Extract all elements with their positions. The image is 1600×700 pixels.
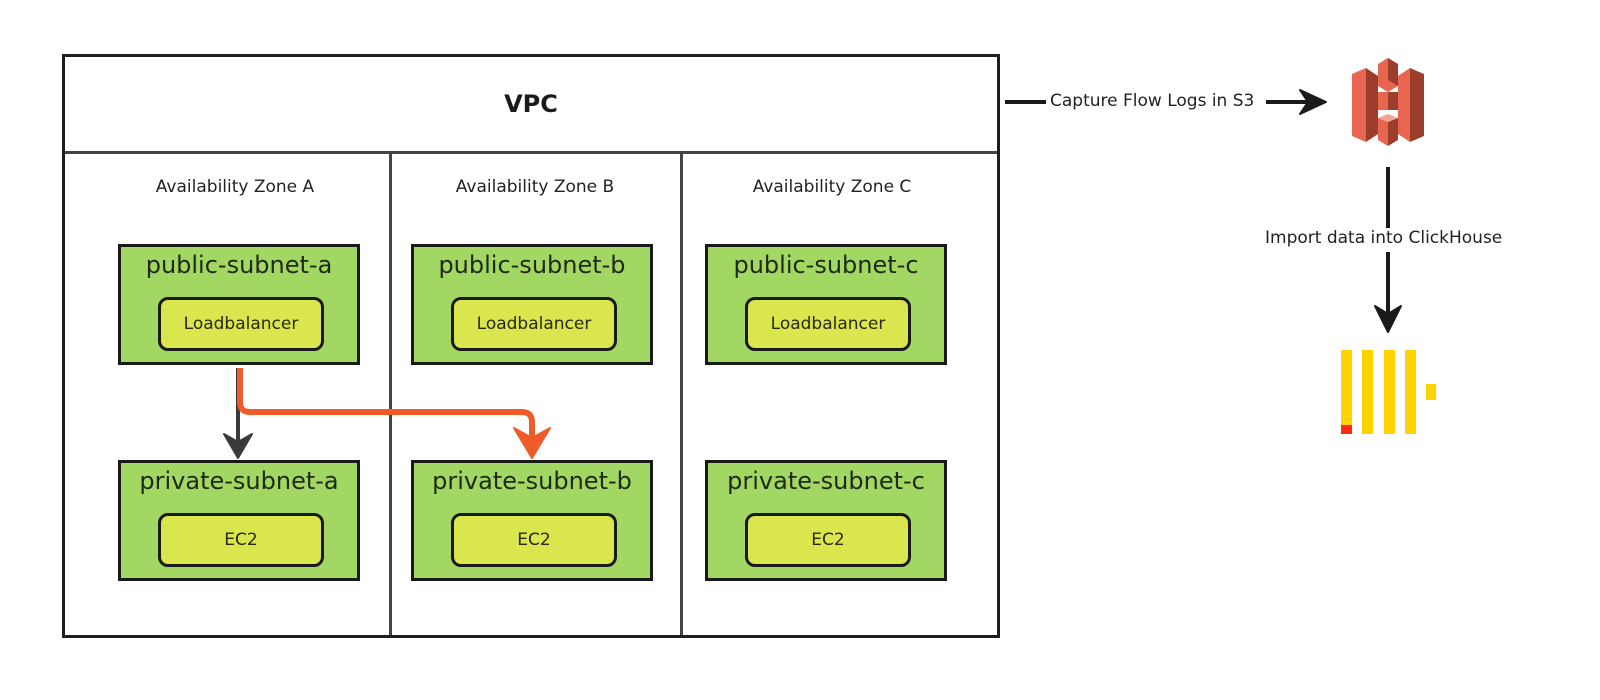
zone-divider [389, 154, 392, 635]
loadbalancer-a[interactable]: Loadbalancer [158, 297, 324, 351]
public-subnet-c[interactable]: public-subnet-c Loadbalancer [705, 244, 947, 365]
zone-label-b: Availability Zone B [455, 177, 615, 197]
ec2-b[interactable]: EC2 [451, 513, 617, 567]
private-subnet-b[interactable]: private-subnet-b EC2 [411, 460, 653, 581]
subnet-title: private-subnet-b [432, 467, 632, 495]
public-subnet-b[interactable]: public-subnet-b Loadbalancer [411, 244, 653, 365]
loadbalancer-b[interactable]: Loadbalancer [451, 297, 617, 351]
ec2-c[interactable]: EC2 [745, 513, 911, 567]
private-subnet-a[interactable]: private-subnet-a EC2 [118, 460, 360, 581]
subnet-title: public-subnet-a [145, 251, 333, 279]
public-subnet-a[interactable]: public-subnet-a Loadbalancer [118, 244, 360, 365]
zone-label-a: Availability Zone A [155, 177, 315, 197]
import-label: Import data into ClickHouse [1265, 228, 1503, 248]
subnet-title: public-subnet-c [733, 251, 919, 279]
clickhouse-icon [1341, 350, 1436, 434]
vpc-container: VPC Availability Zone A public-subnet-a … [62, 54, 1000, 638]
vpc-title: VPC [504, 90, 558, 118]
subnet-title: public-subnet-b [438, 251, 626, 279]
loadbalancer-c[interactable]: Loadbalancer [745, 297, 911, 351]
zone-label-c: Availability Zone C [752, 177, 912, 197]
zone-divider [680, 154, 683, 635]
arrow-import[interactable] [1374, 167, 1402, 333]
amazon-s3-icon [1352, 58, 1424, 146]
subnet-title: private-subnet-a [139, 467, 339, 495]
vpc-header: VPC [65, 57, 997, 154]
subnet-title: private-subnet-c [727, 467, 925, 495]
flow-logs-label: Capture Flow Logs in S3 [1050, 91, 1255, 111]
ec2-a[interactable]: EC2 [158, 513, 324, 567]
private-subnet-c[interactable]: private-subnet-c EC2 [705, 460, 947, 581]
